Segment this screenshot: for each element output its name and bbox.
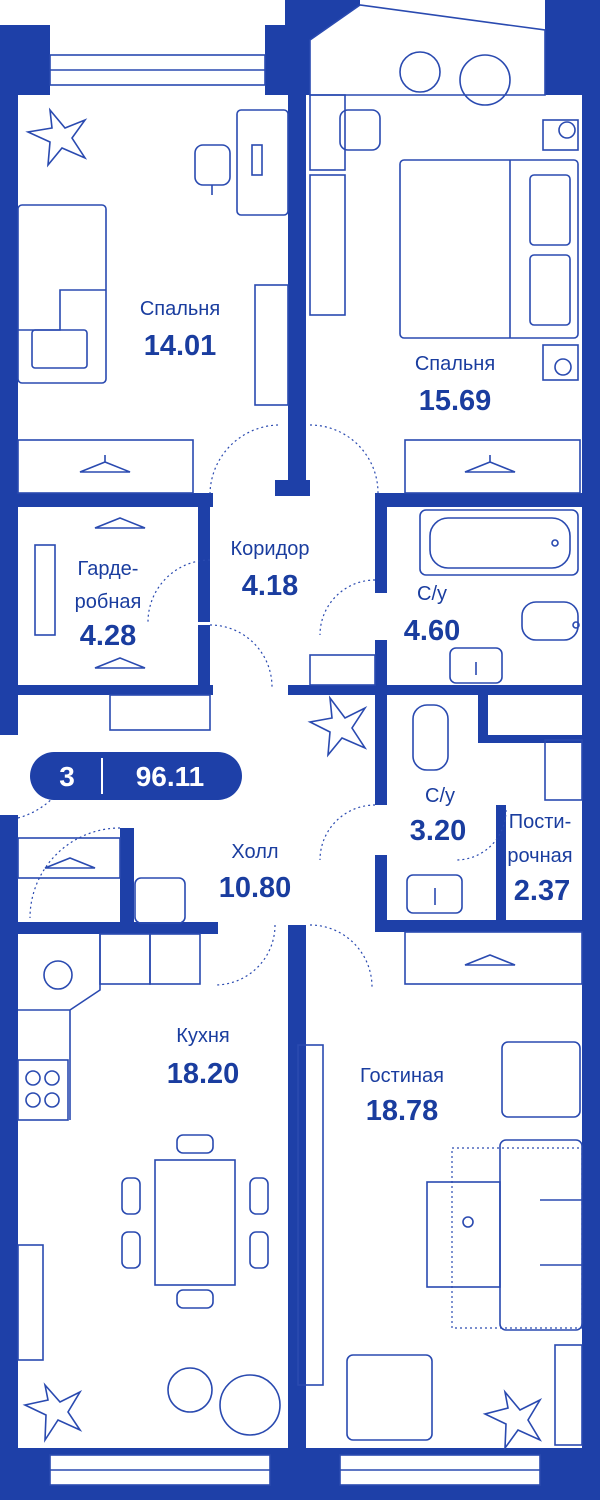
furniture xyxy=(17,51,583,1446)
room-area-wardrobe: 4.28 xyxy=(80,620,136,652)
toilet-icon xyxy=(412,704,449,771)
apartment-badge: 3 96.11 xyxy=(30,752,242,800)
plant-icon xyxy=(22,107,543,1451)
door-swings xyxy=(17,424,507,988)
desk-chair-icon xyxy=(194,109,289,216)
room-area-hall: 10.80 xyxy=(219,872,292,904)
bed-icon xyxy=(399,159,579,339)
sink-icon xyxy=(449,647,503,684)
hanger-icon xyxy=(44,857,96,869)
dining-table-icon xyxy=(121,1134,269,1309)
room-area-living-room: 18.78 xyxy=(366,1095,439,1127)
room-name-hall: Холл xyxy=(231,841,278,863)
room-area-corridor: 4.18 xyxy=(242,570,298,602)
stove-icon xyxy=(17,1059,69,1121)
badge-total-area: 96.11 xyxy=(136,761,205,792)
room-area-bathroom-1: 4.60 xyxy=(404,615,460,647)
badge-room-count: 3 xyxy=(59,761,75,792)
room-area-bedroom-1: 14.01 xyxy=(144,330,217,362)
hanger-icon xyxy=(464,455,516,473)
room-name-bedroom-1: Спальня xyxy=(140,298,220,320)
room-area-kitchen: 18.20 xyxy=(167,1058,240,1090)
room-labels: Спальня 14.01 Спальня 15.69 Коридор 4.18… xyxy=(75,298,573,1127)
washing-machine-icon xyxy=(544,739,583,801)
room-name-corridor: Коридор xyxy=(231,538,310,560)
room-area-laundry: 2.37 xyxy=(514,875,570,907)
hanger-icon xyxy=(79,455,131,473)
bed-icon xyxy=(17,204,107,384)
sofa-icon xyxy=(499,1139,583,1331)
room-name-wardrobe-line2: робная xyxy=(75,591,142,613)
armchair-icon xyxy=(501,1041,581,1118)
toilet-icon xyxy=(521,601,580,641)
hanger-icon xyxy=(464,954,516,966)
room-name-living-room: Гостиная xyxy=(360,1065,444,1087)
room-area-bedroom-2: 15.69 xyxy=(419,385,492,417)
room-name-bathroom-1: С/у xyxy=(417,583,447,605)
sink-icon xyxy=(406,874,463,914)
room-name-laundry-line2: рочная xyxy=(507,845,572,867)
hanger-icon xyxy=(94,657,146,669)
room-name-bedroom-2: Спальня xyxy=(415,353,495,375)
room-name-wardrobe-line1: Гарде- xyxy=(78,558,139,580)
room-name-bathroom-2: С/у xyxy=(425,785,455,807)
room-name-kitchen: Кухня xyxy=(176,1025,230,1047)
room-name-laundry-line1: Пости- xyxy=(509,811,572,833)
bathtub-icon xyxy=(419,509,579,576)
armchair-icon xyxy=(346,1354,433,1441)
hanger-icon xyxy=(94,517,146,529)
room-area-bathroom-2: 3.20 xyxy=(410,815,466,847)
